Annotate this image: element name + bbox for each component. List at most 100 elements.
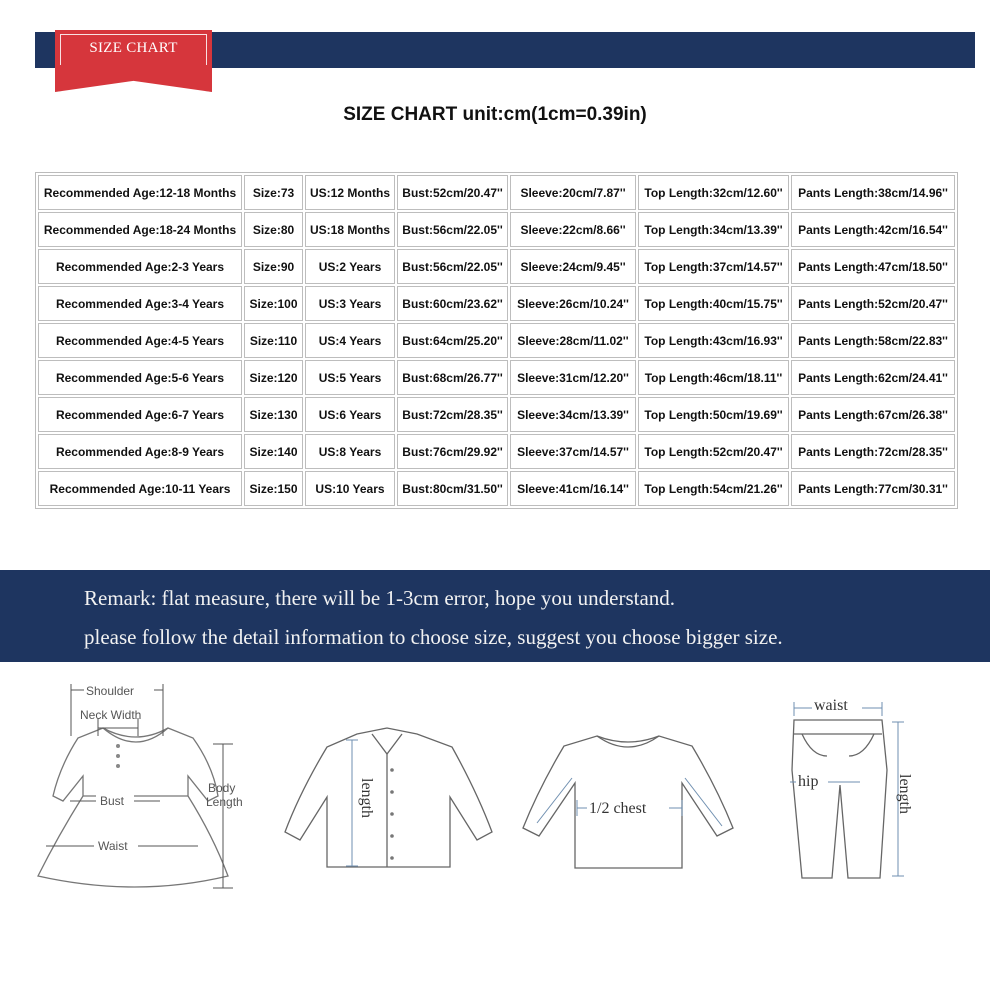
- top-length-cell: Top Length:37cm/14.57'': [638, 249, 789, 284]
- bust-cell: Bust:56cm/22.05'': [397, 249, 508, 284]
- age-cell: Recommended Age:12-18 Months: [38, 175, 242, 210]
- remark-line-1: Remark: flat measure, there will be 1-3c…: [84, 586, 676, 610]
- sleeve-cell: Sleeve:34cm/13.39'': [510, 397, 636, 432]
- neck-width-label: Neck Width: [80, 708, 141, 722]
- us-size-cell: US:8 Years: [305, 434, 395, 469]
- age-cell: Recommended Age:3-4 Years: [38, 286, 242, 321]
- pants-hip-label: hip: [798, 773, 818, 790]
- bust-cell: Bust:60cm/23.62'': [397, 286, 508, 321]
- us-size-cell: US:6 Years: [305, 397, 395, 432]
- sleeve-cell: Sleeve:20cm/7.87'': [510, 175, 636, 210]
- top-length-cell: Top Length:46cm/18.11'': [638, 360, 789, 395]
- size-cell: Size:150: [244, 471, 303, 506]
- age-cell: Recommended Age:10-11 Years: [38, 471, 242, 506]
- remark-banner: Remark: flat measure, there will be 1-3c…: [0, 570, 990, 662]
- sleeve-cell: Sleeve:22cm/8.66'': [510, 212, 636, 247]
- top-length-cell: Top Length:34cm/13.39'': [638, 212, 789, 247]
- page-title: SIZE CHART unit:cm(1cm=0.39in): [343, 104, 647, 125]
- badge-border: [60, 34, 207, 65]
- bust-cell: Bust:80cm/31.50'': [397, 471, 508, 506]
- body-length-label-2: Length: [206, 795, 243, 809]
- pants-length-cell: Pants Length:72cm/28.35'': [791, 434, 955, 469]
- bust-cell: Bust:68cm/26.77'': [397, 360, 508, 395]
- size-cell: Size:80: [244, 212, 303, 247]
- sleeve-cell: Sleeve:26cm/10.24'': [510, 286, 636, 321]
- badge-label: SIZE CHART: [89, 40, 178, 56]
- sleeve-cell: Sleeve:24cm/9.45'': [510, 249, 636, 284]
- bust-cell: Bust:64cm/25.20'': [397, 323, 508, 358]
- age-cell: Recommended Age:8-9 Years: [38, 434, 242, 469]
- sweater-outline: [522, 735, 734, 869]
- size-cell: Size:140: [244, 434, 303, 469]
- dress-outline: [37, 727, 229, 888]
- waist-label: Waist: [98, 839, 128, 853]
- size-cell: Size:120: [244, 360, 303, 395]
- us-size-cell: US:18 Months: [305, 212, 395, 247]
- size-cell: Size:73: [244, 175, 303, 210]
- size-chart-badge: SIZE CHART: [55, 30, 212, 92]
- top-length-cell: Top Length:43cm/16.93'': [638, 323, 789, 358]
- pants-length-label: length: [896, 774, 913, 814]
- bust-cell: Bust:76cm/29.92'': [397, 434, 508, 469]
- top-length-cell: Top Length:52cm/20.47'': [638, 434, 789, 469]
- top-length-cell: Top Length:54cm/21.26'': [638, 471, 789, 506]
- shirt-diagram: length: [282, 722, 497, 872]
- shirt-length-label: length: [358, 778, 375, 818]
- age-cell: Recommended Age:2-3 Years: [38, 249, 242, 284]
- pants-diagram: waist hip length: [782, 690, 922, 890]
- us-size-cell: US:3 Years: [305, 286, 395, 321]
- age-cell: Recommended Age:6-7 Years: [38, 397, 242, 432]
- sleeve-cell: Sleeve:41cm/16.14'': [510, 471, 636, 506]
- remark-line-2: please follow the detail information to …: [84, 625, 783, 649]
- size-cell: Size:130: [244, 397, 303, 432]
- pants-length-cell: Pants Length:62cm/24.41'': [791, 360, 955, 395]
- sleeve-cell: Sleeve:37cm/14.57'': [510, 434, 636, 469]
- us-size-cell: US:10 Years: [305, 471, 395, 506]
- half-chest-label: 1/2 chest: [589, 800, 647, 817]
- size-cell: Size:100: [244, 286, 303, 321]
- pants-length-cell: Pants Length:52cm/20.47'': [791, 286, 955, 321]
- age-cell: Recommended Age:4-5 Years: [38, 323, 242, 358]
- us-size-cell: US:2 Years: [305, 249, 395, 284]
- us-size-cell: US:4 Years: [305, 323, 395, 358]
- bust-cell: Bust:56cm/22.05'': [397, 212, 508, 247]
- size-cell: Size:90: [244, 249, 303, 284]
- pants-length-cell: Pants Length:38cm/14.96'': [791, 175, 955, 210]
- top-length-cell: Top Length:32cm/12.60'': [638, 175, 789, 210]
- sleeve-cell: Sleeve:28cm/11.02'': [510, 323, 636, 358]
- bust-cell: Bust:52cm/20.47'': [397, 175, 508, 210]
- pants-length-cell: Pants Length:67cm/26.38'': [791, 397, 955, 432]
- pants-length-cell: Pants Length:58cm/22.83'': [791, 323, 955, 358]
- pants-outline: [791, 719, 888, 879]
- pants-waist-label: waist: [814, 697, 848, 714]
- us-size-cell: US:12 Months: [305, 175, 395, 210]
- pants-length-cell: Pants Length:47cm/18.50'': [791, 249, 955, 284]
- shoulder-label: Shoulder: [86, 684, 134, 698]
- bust-label: Bust: [100, 794, 125, 808]
- shirt-outline: [284, 727, 493, 868]
- body-length-label-1: Body: [208, 781, 235, 795]
- top-length-cell: Top Length:40cm/15.75'': [638, 286, 789, 321]
- sleeve-cell: Sleeve:31cm/12.20'': [510, 360, 636, 395]
- pants-length-cell: Pants Length:42cm/16.54'': [791, 212, 955, 247]
- age-cell: Recommended Age:18-24 Months: [38, 212, 242, 247]
- bust-cell: Bust:72cm/28.35'': [397, 397, 508, 432]
- dress-diagram: Shoulder Neck Width Bust Waist Body Leng…: [8, 676, 258, 896]
- pants-length-cell: Pants Length:77cm/30.31'': [791, 471, 955, 506]
- top-length-cell: Top Length:50cm/19.69'': [638, 397, 789, 432]
- size-cell: Size:110: [244, 323, 303, 358]
- us-size-cell: US:5 Years: [305, 360, 395, 395]
- sweater-diagram: 1/2 chest: [517, 728, 739, 873]
- age-cell: Recommended Age:5-6 Years: [38, 360, 242, 395]
